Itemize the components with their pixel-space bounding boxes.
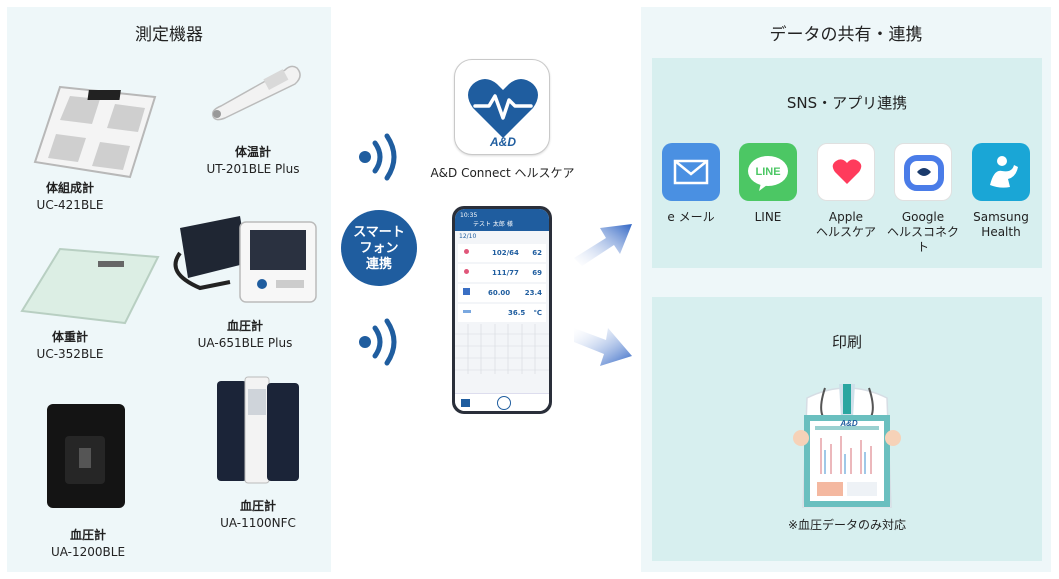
doctor-with-report-illustration: A&D bbox=[793, 384, 901, 508]
phone-time: 10:35 bbox=[460, 212, 478, 219]
device-label-body-composition: 体組成計 UC-421BLE bbox=[36, 181, 104, 212]
phone-user-title: テスト 太郎 様 bbox=[473, 221, 513, 228]
wireless-signal-icon-bottom bbox=[359, 318, 397, 366]
device-label-bp-651: 血圧計 UA-651BLE Plus bbox=[197, 319, 293, 350]
phone-reading-row: 111/77 69 bbox=[458, 264, 546, 282]
device-label-bp-1100: 血圧計 UA-1100NFC bbox=[220, 499, 296, 530]
smartphone-mockup: 10:35 テスト 太郎 様 12/10 102/64 62 111/77 69… bbox=[452, 206, 552, 414]
service-label-line: LINE bbox=[754, 210, 782, 224]
samsung-health-icon bbox=[990, 156, 1018, 188]
body-composition-scale-image bbox=[33, 85, 157, 179]
heart-pulse-icon: A&D bbox=[468, 79, 538, 149]
samsung-health-service-button[interactable] bbox=[972, 143, 1030, 201]
blood-pressure-monitor-1200-image bbox=[47, 404, 125, 508]
phone-date: 12/10 bbox=[459, 233, 477, 240]
svg-text:LINE: LINE bbox=[755, 166, 780, 178]
device-label-thermometer: 体温計 UT-201BLE Plus bbox=[206, 145, 300, 176]
phone-calendar-grid bbox=[455, 324, 549, 374]
arrow-to-sns-icon bbox=[574, 224, 632, 266]
email-service-button[interactable] bbox=[662, 143, 720, 201]
weight-scale-image bbox=[20, 247, 160, 325]
print-title: 印刷 bbox=[831, 333, 862, 351]
print-note: ※血圧データのみ対応 bbox=[787, 518, 907, 532]
app-icon[interactable]: A&D bbox=[454, 59, 550, 155]
line-service-button[interactable]: LINE bbox=[739, 143, 797, 201]
phone-reading-row: 36.5 ℃ bbox=[458, 304, 546, 322]
data-sharing-title: データの共有・連携 bbox=[769, 25, 923, 45]
phone-reading-row: 102/64 62 bbox=[458, 244, 546, 262]
sns-app-link-title: SNS・アプリ連携 bbox=[786, 94, 908, 112]
service-label-apple: Apple ヘルスケア bbox=[815, 210, 876, 239]
heart-icon bbox=[832, 159, 862, 184]
smartphone-link-badge: スマート フォン 連携 bbox=[341, 210, 417, 286]
line-bubble-icon: LINE bbox=[748, 156, 788, 191]
phone-screen: 10:35 テスト 太郎 様 12/10 102/64 62 111/77 69… bbox=[455, 209, 549, 411]
arrow-to-print-icon bbox=[574, 328, 632, 366]
google-health-connect-service-button[interactable] bbox=[894, 143, 952, 201]
print-logo-text: A&D bbox=[839, 419, 858, 428]
app-logo-text: A&D bbox=[489, 135, 516, 149]
service-label-google: Google ヘルスコネクト bbox=[886, 210, 959, 254]
device-label-bp-1200: 血圧計 UA-1200BLE bbox=[50, 528, 126, 559]
health-connect-icon bbox=[904, 155, 944, 191]
wireless-signal-icon-top bbox=[359, 133, 397, 181]
envelope-icon bbox=[673, 159, 709, 185]
app-name: A&D Connect ヘルスケア bbox=[430, 166, 575, 180]
phone-tab-bar bbox=[455, 393, 549, 411]
thermometer-image bbox=[211, 65, 301, 121]
device-label-weight-scale: 体重計 UC-352BLE bbox=[36, 330, 104, 361]
service-label-samsung: Samsung Health bbox=[973, 210, 1029, 239]
phone-reading-row: 60.00 23.4 bbox=[458, 284, 546, 302]
phone-header: 10:35 テスト 太郎 様 bbox=[455, 209, 549, 231]
apple-health-service-button[interactable] bbox=[817, 143, 875, 201]
measuring-devices-title: 測定機器 bbox=[135, 25, 203, 45]
service-label-email: e メール bbox=[667, 210, 715, 224]
blood-pressure-monitor-1100-image bbox=[217, 376, 299, 484]
blood-pressure-monitor-651-image bbox=[173, 216, 317, 303]
